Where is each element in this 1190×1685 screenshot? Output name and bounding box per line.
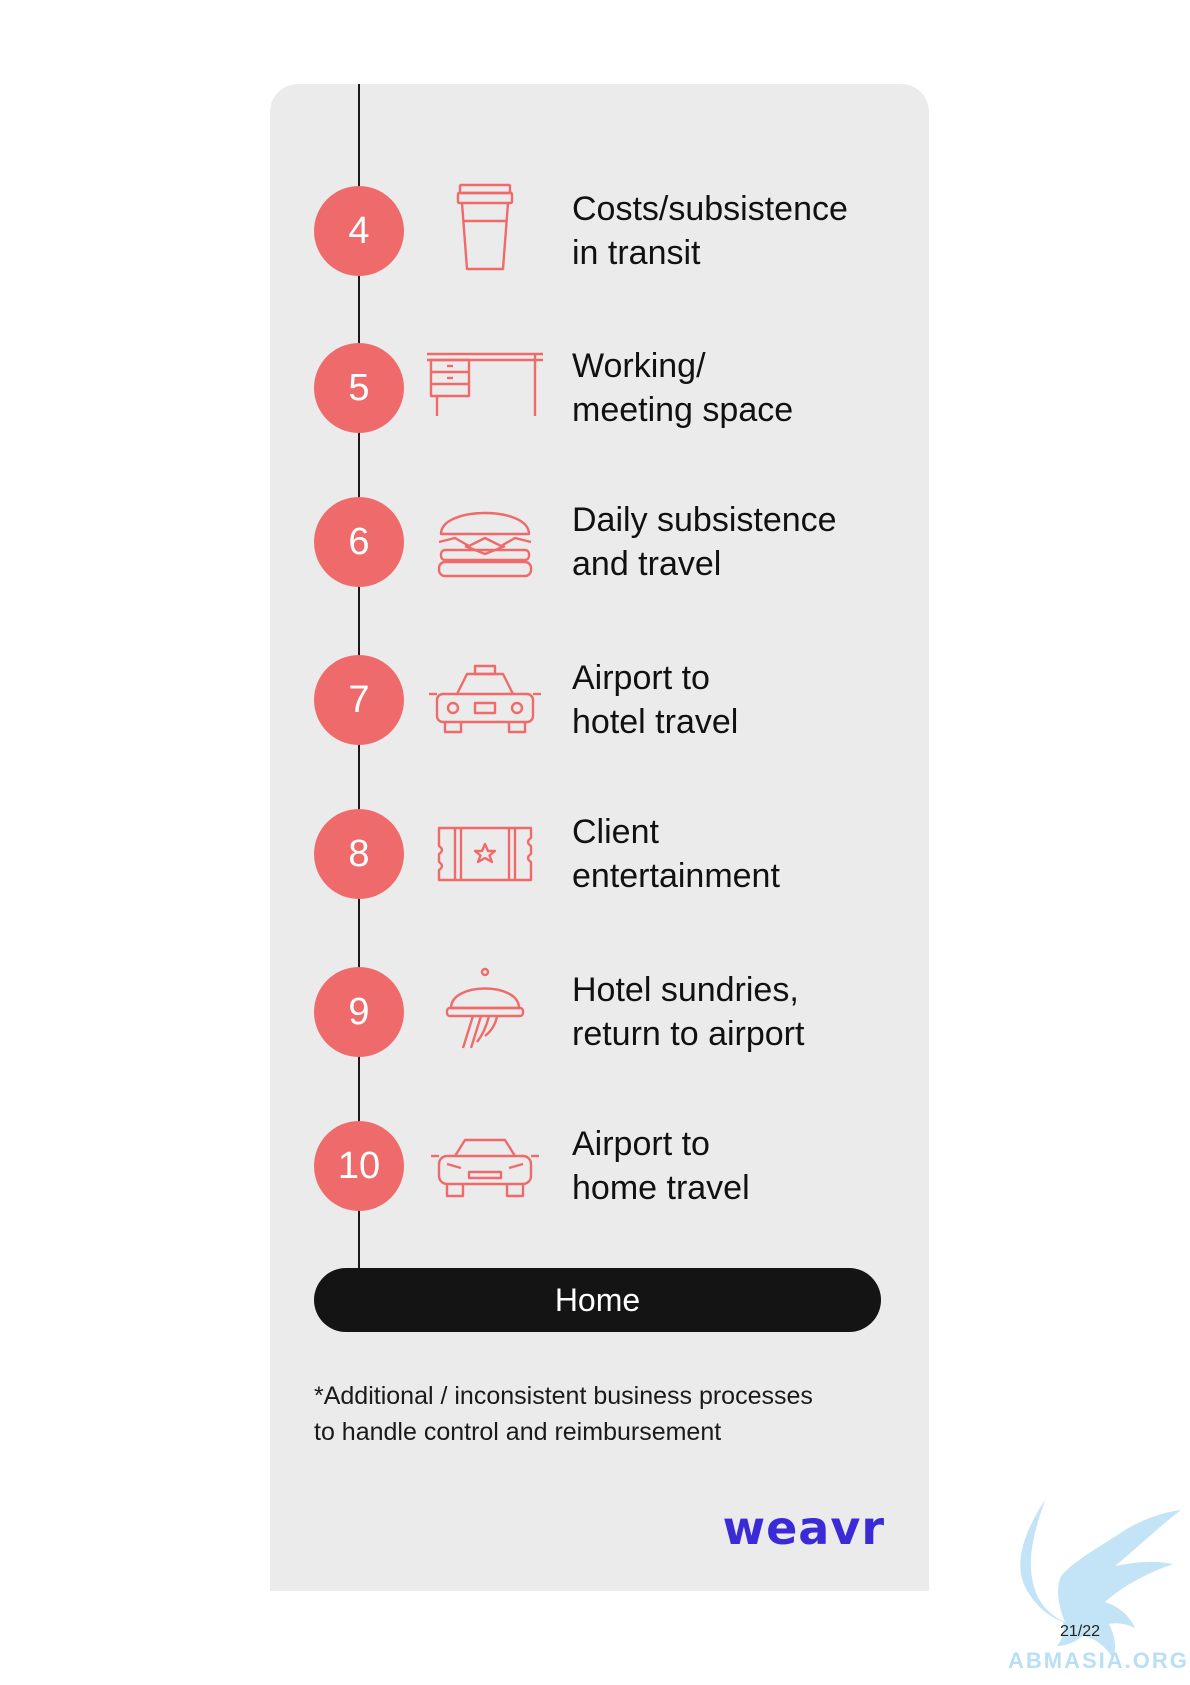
step-label-line: hotel travel — [572, 703, 739, 741]
step-label: Airport to home travel — [572, 1121, 902, 1211]
step-label: Hotel sundries, return to airport — [572, 967, 902, 1057]
step-label-line: Airport to — [572, 1125, 710, 1163]
step-label-line: and travel — [572, 545, 722, 583]
ticket-icon — [425, 804, 545, 904]
step-label-line: Working/ — [572, 347, 706, 385]
watermark-label: ABMASIA.ORG — [1008, 1648, 1189, 1673]
dragon-watermark-icon — [1005, 1490, 1185, 1680]
step-label-line: in transit — [572, 234, 701, 272]
timeline-step-10: 10 Airport to home travel — [0, 1121, 1190, 1211]
taxi-icon — [425, 650, 545, 750]
step-label-line: meeting space — [572, 391, 794, 429]
step-number-badge: 10 — [314, 1121, 404, 1211]
footnote-line: *Additional / inconsistent business proc… — [314, 1382, 813, 1410]
timeline-step-7: 7 Airport to hotel travel — [0, 655, 1190, 745]
timeline-step-9: 9 Hotel sundries, return to airport — [0, 967, 1190, 1057]
step-label: Airport to hotel travel — [572, 655, 902, 745]
timeline-step-6: 6 Daily subsistence and travel — [0, 497, 1190, 587]
home-endpoint-bar: Home — [314, 1268, 881, 1332]
step-number-badge: 6 — [314, 497, 404, 587]
footnote: *Additional / inconsistent business proc… — [314, 1378, 904, 1450]
car-icon — [425, 1116, 545, 1216]
step-label-line: Daily subsistence — [572, 501, 837, 539]
step-number-badge: 8 — [314, 809, 404, 899]
burger-icon — [425, 492, 545, 592]
step-label-line: Costs/subsistence — [572, 190, 848, 228]
step-label-line: Airport to — [572, 659, 710, 697]
step-label-line: Hotel sundries, — [572, 971, 799, 1009]
step-label: Working/ meeting space — [572, 343, 902, 433]
desk-icon — [425, 338, 545, 438]
step-label: Daily subsistence and travel — [572, 497, 902, 587]
step-number-badge: 7 — [314, 655, 404, 745]
step-label-line: return to airport — [572, 1015, 805, 1053]
timeline-step-4: 4 Costs/subsistence in transit — [0, 183, 1190, 276]
step-number-badge: 9 — [314, 967, 404, 1057]
step-label-line: home travel — [572, 1169, 750, 1207]
footnote-line: to handle control and reimbursement — [314, 1418, 722, 1446]
room-service-icon — [425, 962, 545, 1062]
page-number: 21/22 — [1060, 1623, 1101, 1640]
weavr-logo: weavr — [722, 1501, 885, 1555]
step-label-line: Client — [572, 813, 659, 851]
step-label-line: entertainment — [572, 857, 780, 895]
timeline-step-5: 5 Working/ meeting space — [0, 343, 1190, 433]
coffee-cup-icon — [425, 181, 545, 281]
step-label: Client entertainment — [572, 809, 902, 899]
step-label: Costs/subsistence in transit — [572, 186, 902, 276]
step-number-badge: 4 — [314, 186, 404, 276]
step-number-badge: 5 — [314, 343, 404, 433]
timeline-step-8: 8 Client entertainment — [0, 809, 1190, 899]
